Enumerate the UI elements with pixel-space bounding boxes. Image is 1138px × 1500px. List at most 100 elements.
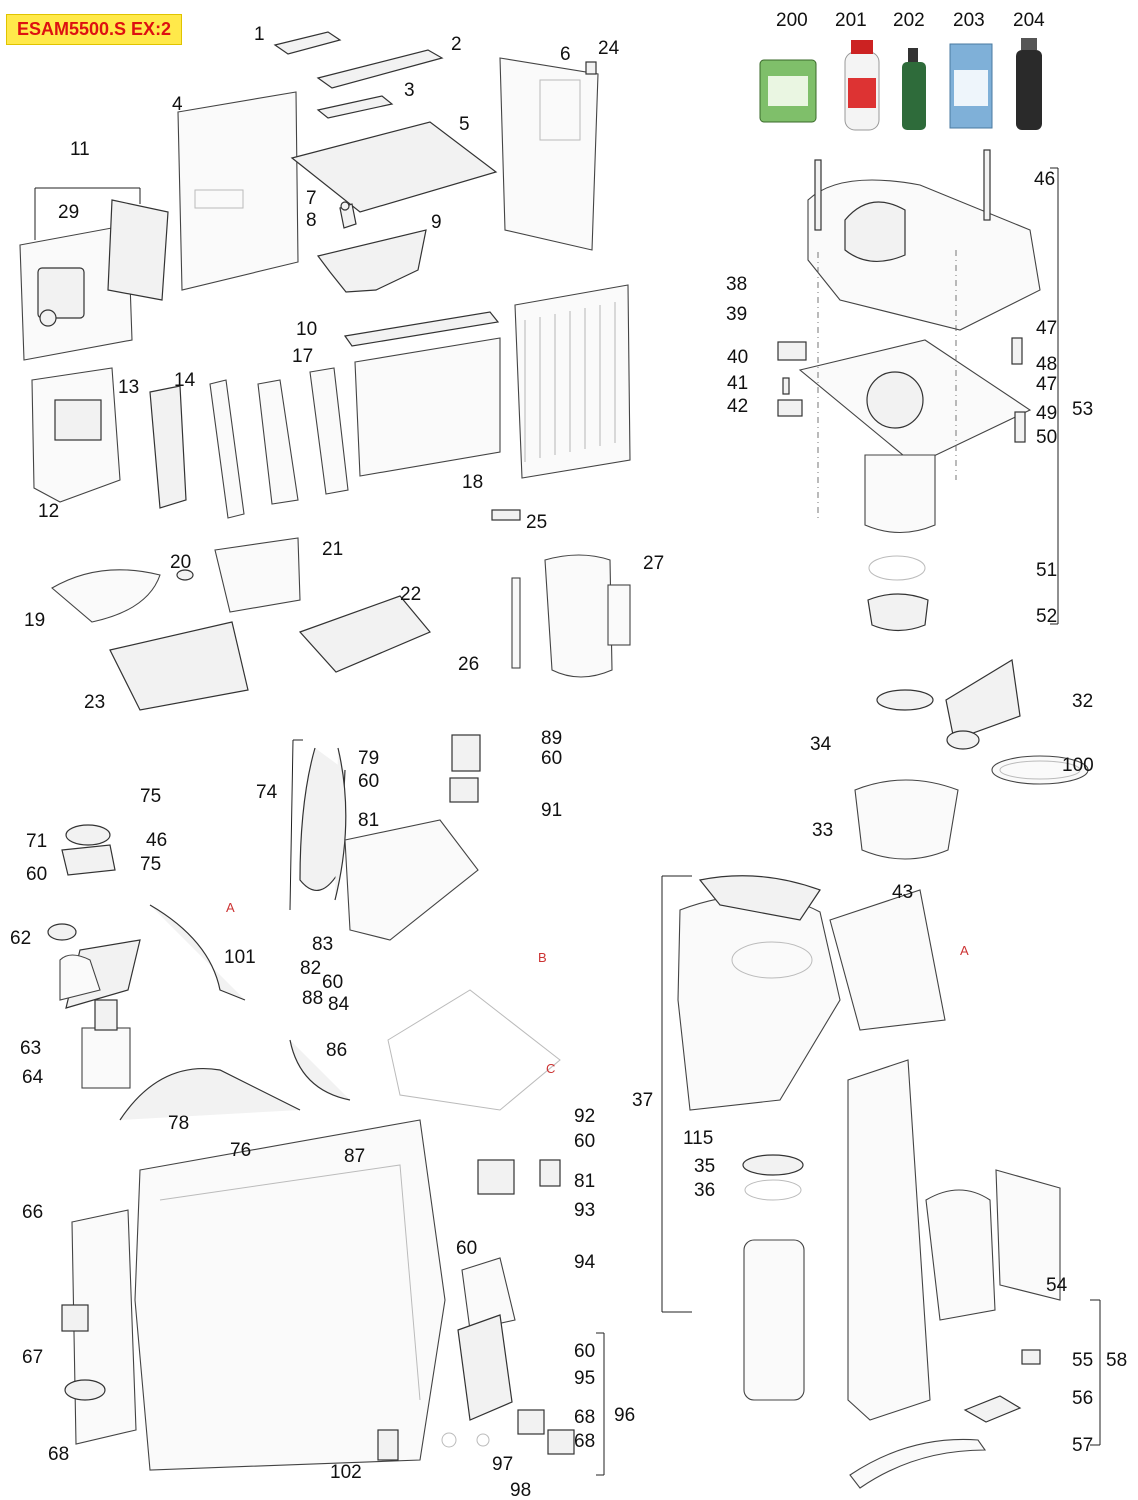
callout-26: 26	[458, 654, 479, 675]
leader-lines	[34, 167, 1101, 1476]
callout-68: 68	[574, 1407, 595, 1428]
product-203-box	[949, 43, 993, 129]
callout-87: 87	[344, 1146, 365, 1167]
connector-mark-a: A	[960, 943, 969, 958]
callout-33: 33	[812, 820, 833, 841]
callout-60: 60	[26, 864, 47, 885]
callout-22: 22	[400, 584, 421, 605]
callout-54: 54	[1046, 1275, 1068, 1296]
product-200-descaler-box	[759, 59, 817, 123]
callout-43: 43	[892, 882, 913, 903]
callout-50: 50	[1036, 427, 1057, 448]
callout-52: 52	[1036, 606, 1057, 627]
product-number-200: 200	[776, 10, 808, 31]
callout-95: 95	[574, 1368, 595, 1389]
callout-42: 42	[727, 396, 748, 417]
callout-46: 46	[1034, 169, 1055, 190]
callout-83: 83	[312, 934, 333, 955]
callout-82: 82	[300, 958, 321, 979]
callout-20: 20	[170, 552, 191, 573]
callout-88: 88	[302, 988, 323, 1009]
callout-91: 91	[541, 800, 562, 821]
callout-36: 36	[694, 1180, 715, 1201]
callout-4: 4	[172, 94, 183, 115]
callout-97: 97	[492, 1454, 513, 1475]
callout-46: 46	[146, 830, 167, 851]
callout-9: 9	[431, 212, 442, 233]
callout-58: 58	[1106, 1350, 1127, 1371]
callout-1: 1	[254, 24, 265, 45]
callout-17: 17	[292, 346, 313, 367]
callout-34: 34	[810, 734, 832, 755]
callout-60: 60	[456, 1238, 477, 1259]
callout-89: 89	[541, 728, 562, 749]
callout-5: 5	[459, 114, 470, 135]
callout-23: 23	[84, 692, 105, 713]
product-204-bottle	[1016, 38, 1042, 130]
callout-56: 56	[1072, 1388, 1093, 1409]
callout-96: 96	[614, 1405, 635, 1426]
callout-98: 98	[510, 1480, 531, 1500]
part-group-top-left	[19, 31, 631, 711]
callout-78: 78	[168, 1113, 189, 1134]
product-number-201: 201	[835, 10, 867, 31]
callout-19: 19	[24, 610, 45, 631]
callout-40: 40	[727, 347, 748, 368]
callout-24: 24	[598, 38, 620, 59]
callout-93: 93	[574, 1200, 595, 1221]
callout-57: 57	[1072, 1435, 1093, 1456]
callout-60: 60	[574, 1341, 595, 1362]
callout-67: 67	[22, 1347, 43, 1368]
connector-mark-b: B	[538, 950, 547, 965]
callout-74: 74	[256, 782, 278, 803]
callout-115: 115	[683, 1128, 713, 1149]
part-group-infuser	[677, 875, 1061, 1489]
callout-60: 60	[574, 1131, 595, 1152]
callout-81: 81	[358, 810, 379, 831]
callout-14: 14	[174, 370, 196, 391]
model-label: ESAM5500.S EX:2	[6, 14, 183, 45]
callout-38: 38	[726, 274, 747, 295]
callout-55: 55	[1072, 1350, 1093, 1371]
part-group-brew-unit	[777, 149, 1089, 860]
callout-66: 66	[22, 1202, 43, 1223]
part-group-hydraulics	[47, 734, 575, 1471]
callout-3: 3	[404, 80, 415, 101]
product-number-204: 204	[1013, 10, 1045, 31]
callout-64: 64	[22, 1067, 44, 1088]
connector-marks: A B C A	[226, 900, 969, 1076]
callout-27: 27	[643, 553, 664, 574]
callout-94: 94	[574, 1252, 596, 1273]
product-201-bottle	[844, 40, 880, 131]
callout-21: 21	[322, 539, 343, 560]
callout-6: 6	[560, 44, 571, 65]
callout-47: 47	[1036, 374, 1057, 395]
product-number-203: 203	[953, 10, 985, 31]
callout-29: 29	[58, 202, 79, 223]
callout-32: 32	[1072, 691, 1093, 712]
callout-12: 12	[38, 501, 59, 522]
callout-71: 71	[26, 831, 47, 852]
callout-68: 68	[48, 1444, 69, 1465]
callout-101: 101	[224, 947, 256, 968]
callout-63: 63	[20, 1038, 41, 1059]
callout-102: 102	[330, 1462, 362, 1483]
callout-2: 2	[451, 34, 462, 55]
callout-60: 60	[322, 972, 343, 993]
connector-mark-a: A	[226, 900, 235, 915]
callout-18: 18	[462, 472, 483, 493]
callout-68: 68	[574, 1431, 595, 1452]
callout-10: 10	[296, 319, 317, 340]
callout-47: 47	[1036, 318, 1057, 339]
callout-13: 13	[118, 377, 139, 398]
callout-39: 39	[726, 304, 747, 325]
callout-81: 81	[574, 1171, 595, 1192]
callout-35: 35	[694, 1156, 715, 1177]
product-number-202: 202	[893, 10, 925, 31]
callout-92: 92	[574, 1106, 595, 1127]
connector-mark-c: C	[546, 1061, 555, 1076]
callout-8: 8	[306, 210, 317, 231]
callout-76: 76	[230, 1140, 251, 1161]
